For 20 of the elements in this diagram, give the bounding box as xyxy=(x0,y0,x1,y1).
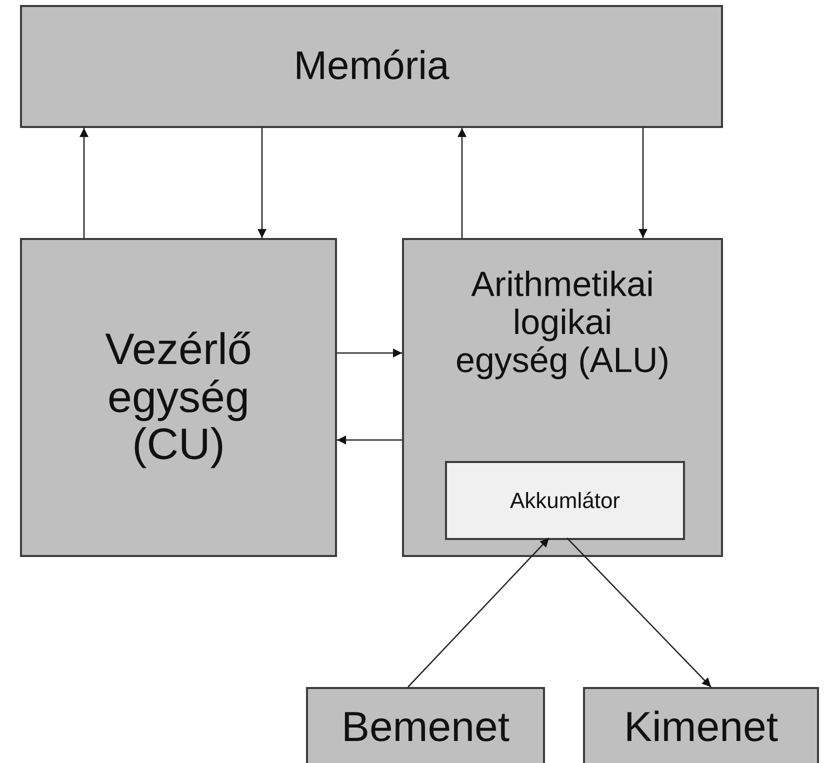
arrow xyxy=(80,128,88,238)
arrow xyxy=(408,538,550,688)
arrow xyxy=(458,128,466,238)
control-unit-box xyxy=(20,238,337,557)
node-label: Arithmetikai logikai egység (ALU) xyxy=(454,266,670,380)
memory-box xyxy=(20,5,723,128)
input-box xyxy=(306,687,545,763)
accumulator-box xyxy=(445,461,685,540)
arrow xyxy=(337,436,402,444)
arrow xyxy=(258,128,266,238)
node-label: Akkumlátor xyxy=(510,488,620,512)
arrow xyxy=(566,538,712,688)
alu-box xyxy=(402,238,723,557)
arrow xyxy=(337,348,402,358)
node-label: Bemenet xyxy=(341,704,510,750)
node-label: Kimenet xyxy=(624,704,778,750)
output-box xyxy=(583,687,819,763)
node-label: Vezérlő egység (CU) xyxy=(104,326,253,469)
arrow xyxy=(638,128,648,238)
node-label: Memória xyxy=(294,44,450,88)
